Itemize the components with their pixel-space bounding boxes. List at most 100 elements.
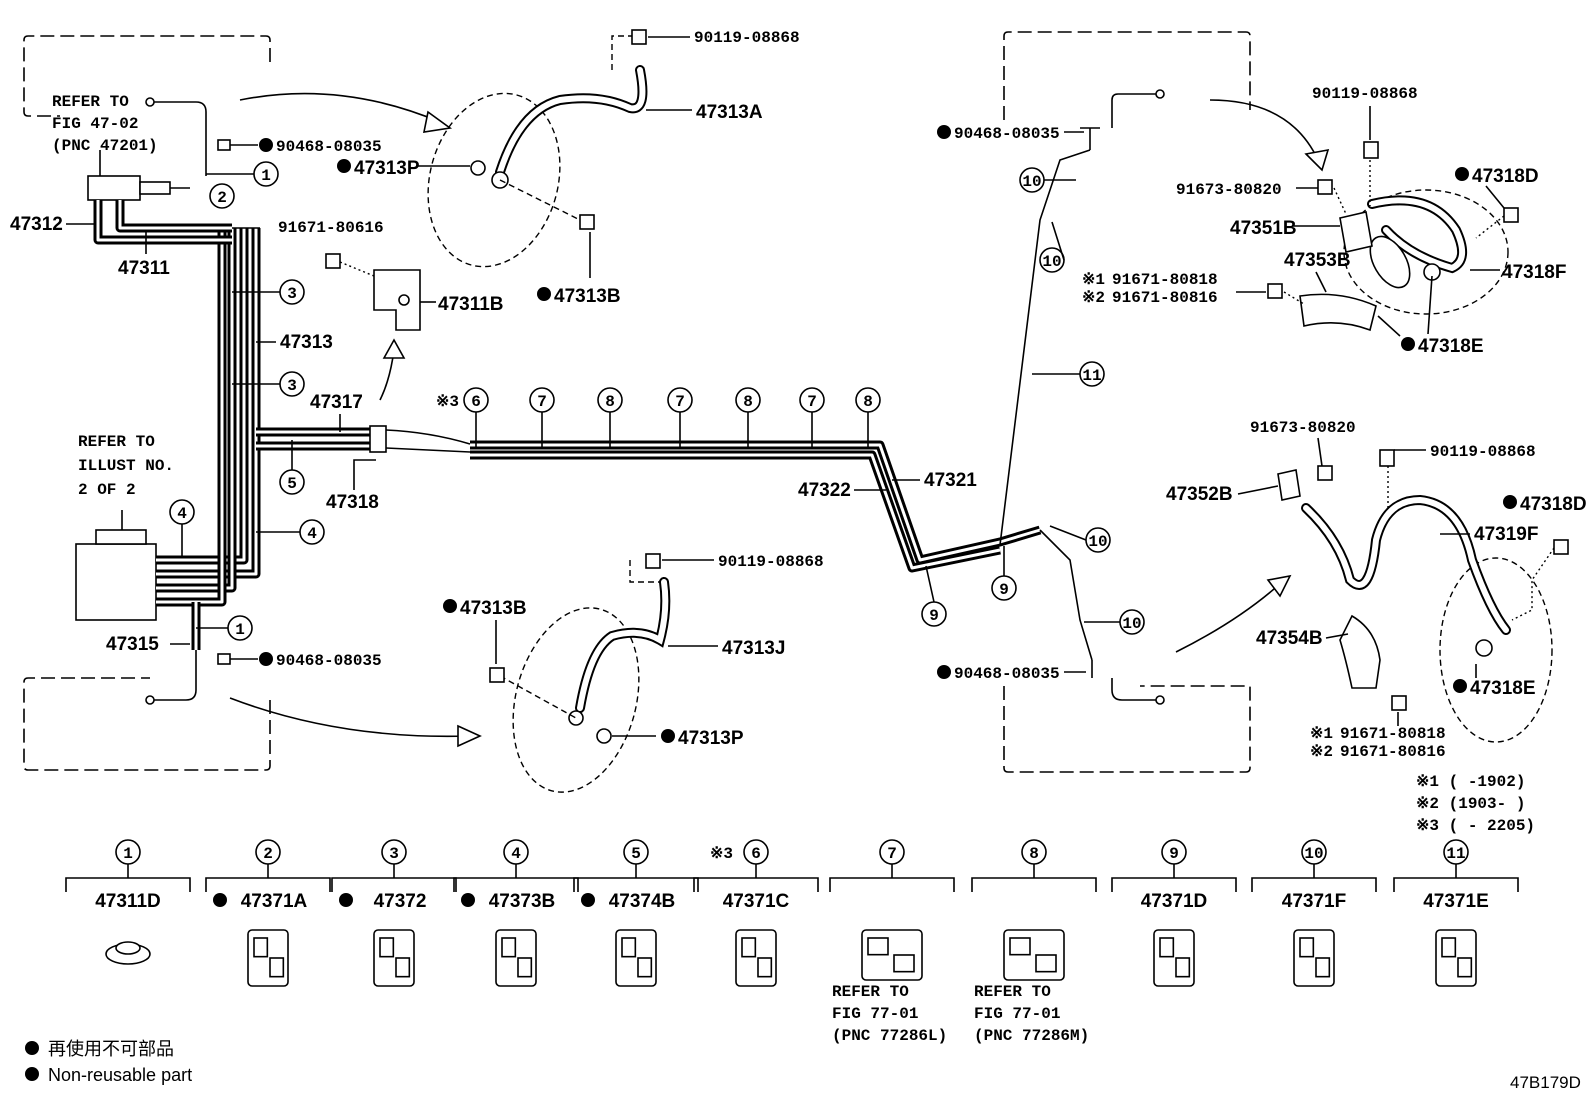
label-90468-08035-a: 90468-08035 — [276, 138, 382, 156]
refer-illust-line2: ILLUST NO. — [78, 457, 174, 475]
catalog-nonreusable-dot-3 — [339, 893, 353, 907]
label-47315: 47315 — [106, 634, 159, 655]
clip-grommet-hole — [115, 941, 141, 955]
label-47311B: 47311B — [438, 294, 504, 315]
catalog-callout-num-2: 2 — [263, 845, 273, 863]
label-91671-80818-a: 91671-80818 — [1112, 271, 1218, 289]
rear-right-box — [1003, 685, 1251, 773]
catalog-bracket-1 — [65, 877, 191, 892]
label-47318D-b: 47318D — [1520, 494, 1587, 515]
hose-front-left — [427, 29, 648, 268]
clip-slot-a-11 — [1441, 937, 1457, 958]
arrow-front-left — [239, 92, 441, 123]
label-47318: 47318 — [326, 492, 379, 513]
clip-slot-a-7 — [867, 937, 889, 956]
label-47319F: 47319F — [1474, 524, 1538, 545]
label-47318D-a: 47318D — [1472, 166, 1539, 187]
clip-slot-a-2 — [253, 937, 269, 958]
label-47321: 47321 — [924, 470, 977, 491]
catalog-callout-num-8: 8 — [1029, 845, 1039, 863]
refer-fig4702-line1: REFER TO — [52, 93, 129, 111]
clip-slot-b-9 — [1175, 957, 1191, 978]
catalog-bracket-8 — [971, 877, 1097, 892]
refer-7701m-line1: REFER TO — [974, 983, 1051, 1001]
legend-text-en: Non-reusable part — [48, 1065, 192, 1085]
callout-9-a: 9 — [929, 607, 939, 625]
callout-3-b: 3 — [287, 377, 297, 395]
catalog-nonreusable-dot-4 — [461, 893, 475, 907]
label-90119-08868-d: 90119-08868 — [1430, 443, 1536, 461]
clip-slot-b-10 — [1315, 957, 1331, 978]
label-90468-08035-d: 90468-08035 — [954, 665, 1060, 683]
label-47313A: 47313A — [696, 102, 763, 123]
hose-rear-left — [489, 553, 671, 793]
label-47312: 47312 — [10, 214, 63, 235]
mark-1-a: ※1 — [1082, 271, 1105, 289]
part-labels: REFER TO FIG 47-02 (PNC 47201) 90119-088… — [10, 29, 1587, 835]
clip-slot-b-8 — [1035, 954, 1057, 973]
clip-slot-b-3 — [395, 957, 411, 978]
figure-code: 47B179D — [1510, 1073, 1581, 1092]
label-47354B: 47354B — [1256, 628, 1323, 649]
callout-3-a: 3 — [287, 285, 297, 303]
callout-1-bottom: 1 — [235, 621, 245, 639]
label-91671-80818-b: 91671-80818 — [1340, 725, 1446, 743]
catalog-part-1: 47311D — [95, 891, 161, 912]
refer-7701l-line2: FIG 77-01 — [832, 1005, 918, 1023]
clip-slot-a-6 — [741, 937, 757, 958]
label-91673-80820-b: 91673-80820 — [1250, 419, 1356, 437]
label-47313B-b: 47313B — [460, 598, 527, 619]
label-47318F: 47318F — [1502, 262, 1566, 283]
clip-slot-b-11 — [1457, 957, 1473, 978]
clip-slot-a-8 — [1009, 937, 1031, 956]
label-47318E-a: 47318E — [1418, 336, 1484, 357]
footnote-2: ※2 (1903- ) — [1416, 795, 1525, 813]
catalog-bracket-7 — [829, 877, 955, 892]
callout-8-b: 8 — [743, 393, 753, 411]
label-91673-80820-a: 91673-80820 — [1176, 181, 1282, 199]
callout-leaders — [181, 173, 1120, 629]
catalog-bracket-9 — [1111, 877, 1237, 892]
clip-slot-a-9 — [1159, 937, 1175, 958]
arrowhead — [422, 110, 453, 133]
catalog-callout-num-3: 3 — [389, 845, 399, 863]
callout-10-c: 10 — [1088, 533, 1107, 551]
label-91671-80816-a: 91671-80816 — [1112, 289, 1218, 307]
rear-left-box — [23, 677, 271, 771]
catalog-bracket-4 — [453, 877, 579, 892]
label-90468-08035-c: 90468-08035 — [954, 125, 1060, 143]
catalog-bracket-6 — [693, 877, 819, 892]
label-47313P-b: 47313P — [678, 728, 744, 749]
pipe-right-side — [999, 89, 1165, 705]
catalog-callout-num-10: 10 — [1304, 845, 1323, 863]
label-47322: 47322 — [798, 480, 851, 501]
footnote-3: ※3 ( - 2205) — [1416, 817, 1535, 835]
label-90119-08868-a: 90119-08868 — [694, 29, 800, 47]
clip-slot-b-7 — [893, 954, 915, 973]
label-47318E-b: 47318E — [1470, 678, 1536, 699]
legend-dot-en — [25, 1067, 39, 1081]
catalog-bracket-2 — [205, 877, 331, 892]
legend-text-ja: 再使用不可部品 — [48, 1039, 174, 1059]
mark-2-b: ※2 — [1310, 743, 1333, 761]
abs-actuator — [75, 510, 261, 705]
caliper-front-right — [1267, 141, 1519, 332]
callout-2: 2 — [217, 189, 227, 207]
catalog-callout-num-1: 1 — [123, 845, 133, 863]
catalog-bracket-10 — [1251, 877, 1377, 892]
catalog-callout-num-7: 7 — [887, 845, 897, 863]
clip-slot-a-5 — [621, 937, 637, 958]
label-47353B: 47353B — [1284, 250, 1351, 271]
label-47352B: 47352B — [1166, 484, 1233, 505]
mark-3-a: ※3 — [436, 393, 459, 411]
label-47313: 47313 — [280, 332, 333, 353]
callout-7-a: 7 — [537, 393, 547, 411]
catalog-part-6: 47371C — [723, 891, 790, 912]
catalog-part-3: 47372 — [374, 891, 427, 912]
label-47313J: 47313J — [722, 638, 785, 659]
refer-7701m-line2: FIG 77-01 — [974, 1005, 1060, 1023]
clip-slot-b-5 — [637, 957, 653, 978]
catalog-part-4: 47373B — [489, 891, 556, 912]
refer-illust-line1: REFER TO — [78, 433, 155, 451]
